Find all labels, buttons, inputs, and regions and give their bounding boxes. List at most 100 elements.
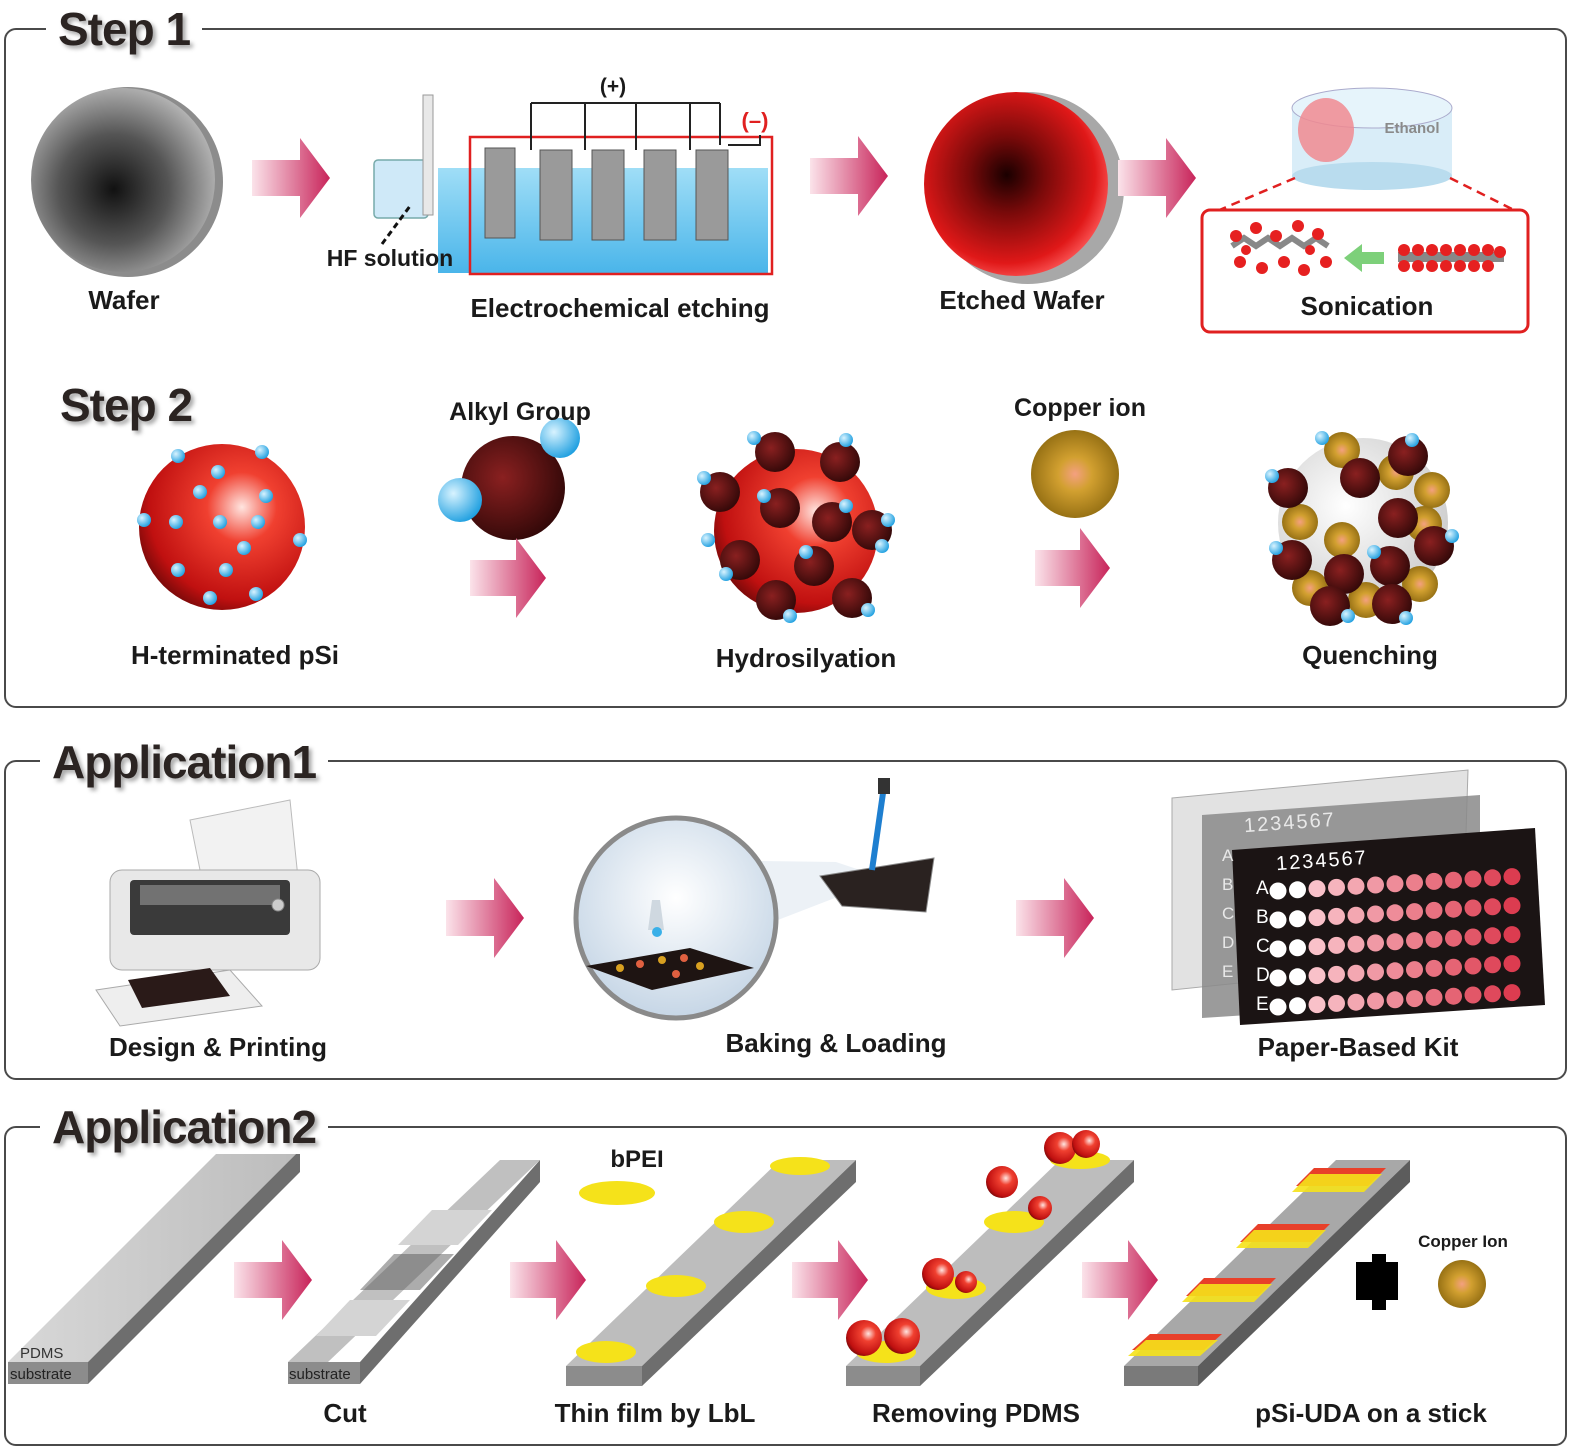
step2-title: Step 2 bbox=[60, 379, 193, 431]
kit-well bbox=[1445, 929, 1462, 947]
kit-well bbox=[1367, 905, 1384, 923]
kit-row-letter-back: E bbox=[1222, 962, 1234, 981]
kit-well bbox=[1406, 903, 1423, 921]
process-arrow bbox=[792, 1240, 868, 1320]
ink-blot bbox=[1356, 1254, 1398, 1310]
alkyl-group-label: Alkyl Group bbox=[449, 398, 591, 426]
lbl-stick bbox=[566, 1157, 856, 1386]
kit-well bbox=[1503, 897, 1521, 915]
copper-ion-small-label: Copper Ion bbox=[1418, 1232, 1508, 1251]
process-arrow bbox=[446, 878, 524, 958]
kit-well bbox=[1367, 963, 1384, 981]
kit-row-letter: B bbox=[1256, 907, 1269, 928]
copper-ion-sphere bbox=[1031, 430, 1119, 518]
process-arrow bbox=[510, 1240, 586, 1320]
kit-well bbox=[1328, 965, 1345, 983]
hydrosilyation-sphere bbox=[697, 431, 895, 623]
kit-well bbox=[1464, 957, 1482, 975]
kit-well bbox=[1425, 872, 1443, 890]
kit-well bbox=[1328, 994, 1345, 1012]
process-arrow bbox=[1082, 1240, 1158, 1320]
kit-well bbox=[1289, 910, 1306, 928]
psi-uda-stick bbox=[1124, 1160, 1410, 1386]
wafer-disc bbox=[31, 87, 223, 277]
step1-title: Step 1 bbox=[46, 2, 203, 56]
kit-well bbox=[1484, 898, 1501, 916]
kit-row-letter: A bbox=[1256, 878, 1269, 899]
kit-row-letter: C bbox=[1256, 936, 1270, 957]
process-arrow bbox=[1035, 528, 1110, 608]
baking-loading-label: Baking & Loading bbox=[725, 1028, 947, 1058]
kit-well bbox=[1308, 938, 1326, 956]
kit-well bbox=[1503, 926, 1521, 944]
kit-row-letter-back: B bbox=[1222, 875, 1234, 894]
kit-well bbox=[1347, 993, 1365, 1011]
kit-well bbox=[1289, 939, 1306, 957]
psi-uda-stick-label: pSi-UDA on a stick bbox=[1255, 1398, 1487, 1428]
process-arrow bbox=[470, 538, 546, 618]
wafer-label: Wafer bbox=[88, 285, 160, 315]
process-arrow bbox=[810, 136, 888, 216]
pdms-stick bbox=[8, 1150, 300, 1384]
kit-well bbox=[1308, 909, 1326, 927]
kit-well bbox=[1386, 904, 1404, 922]
kit-well bbox=[1289, 968, 1306, 986]
kit-well bbox=[1386, 875, 1404, 893]
bpei-label: bPEI bbox=[610, 1146, 664, 1173]
hydrosilyation-label: Hydrosilyation bbox=[715, 643, 897, 673]
application1-panel bbox=[4, 760, 1567, 1080]
kit-well bbox=[1425, 988, 1443, 1006]
process-arrow bbox=[1016, 878, 1094, 958]
minus-electrode-label: (–) bbox=[741, 108, 769, 133]
kit-well bbox=[1425, 930, 1443, 948]
kit-well bbox=[1347, 906, 1365, 924]
kit-row-letter-back: C bbox=[1222, 904, 1235, 923]
kit-well bbox=[1445, 871, 1462, 889]
sonication-label: Sonication bbox=[1300, 291, 1434, 321]
copper-ion-label: Copper ion bbox=[1014, 394, 1146, 422]
kit-well bbox=[1406, 961, 1423, 979]
kit-well bbox=[1367, 992, 1384, 1010]
kit-well bbox=[1328, 878, 1345, 896]
kit-well bbox=[1386, 991, 1404, 1009]
kit-well bbox=[1308, 996, 1326, 1014]
process-arrow bbox=[252, 138, 330, 218]
kit-well bbox=[1503, 984, 1521, 1002]
kit-well bbox=[1367, 876, 1384, 894]
ethanol-container bbox=[1291, 87, 1453, 190]
kit-well bbox=[1503, 955, 1521, 973]
magnifier-loading bbox=[573, 778, 935, 1021]
zoom-line bbox=[1449, 176, 1523, 216]
kit-well bbox=[1484, 956, 1501, 974]
electrochemical-etching-label: Electrochemical etching bbox=[470, 293, 770, 323]
application2-panel bbox=[4, 1126, 1567, 1446]
kit-well bbox=[1425, 959, 1443, 977]
kit-well bbox=[1406, 874, 1423, 892]
substrate-tag-cut: substrate bbox=[289, 1366, 351, 1383]
removing-pdms-label: Removing PDMS bbox=[871, 1398, 1081, 1428]
removing-pdms-stick bbox=[846, 1130, 1134, 1386]
copper-ion-small bbox=[1438, 1260, 1486, 1308]
zoom-line bbox=[1209, 176, 1296, 216]
kit-well bbox=[1269, 940, 1287, 958]
kit-well bbox=[1464, 870, 1482, 888]
kit-well bbox=[1425, 901, 1443, 919]
kit-well bbox=[1445, 958, 1462, 976]
kit-well bbox=[1484, 985, 1501, 1003]
etched-wafer-label: Etched Wafer bbox=[939, 285, 1105, 315]
kit-well bbox=[1269, 969, 1287, 987]
bpei-blob bbox=[579, 1181, 655, 1205]
kit-well bbox=[1386, 962, 1404, 980]
kit-well bbox=[1289, 881, 1306, 899]
design-printing-label: Design & Printing bbox=[108, 1032, 328, 1062]
sonication-box bbox=[1200, 208, 1530, 334]
kit-well bbox=[1367, 934, 1384, 952]
kit-well bbox=[1308, 880, 1326, 898]
kit-well bbox=[1308, 967, 1326, 985]
kit-well bbox=[1269, 911, 1287, 929]
kit-well bbox=[1386, 933, 1404, 951]
kit-row-letter-back: A bbox=[1222, 846, 1234, 865]
step-panel bbox=[4, 28, 1567, 708]
